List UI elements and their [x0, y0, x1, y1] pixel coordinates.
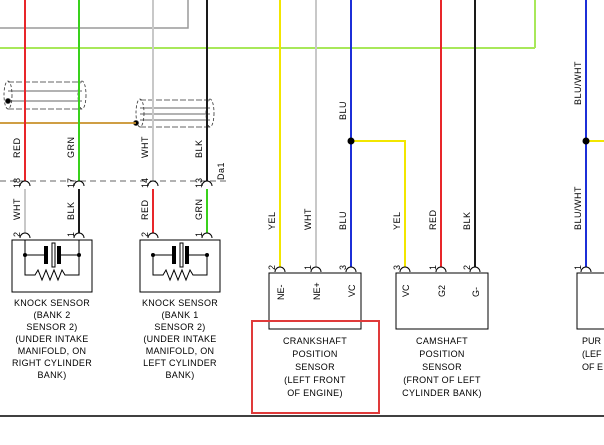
- terminal-g2: G2: [437, 285, 447, 297]
- svg-text:SENSOR 2): SENSOR 2): [154, 322, 205, 332]
- terminal-g-minus: G-: [471, 287, 481, 297]
- camshaft-sensor-box: [395, 272, 489, 330]
- pin-ck-3: 3: [338, 265, 348, 270]
- right-splice-point: [582, 137, 590, 145]
- pin-ks1-bot-a: 2: [140, 232, 150, 237]
- svg-text:(LEF: (LEF: [582, 349, 602, 359]
- splice-point: [347, 137, 355, 145]
- caption-camshaft: CAMSHAFT POSITION SENSOR (FRONT OF LEFT …: [402, 336, 482, 398]
- pin-ks2-top-a: 18: [12, 178, 22, 188]
- svg-text:(UNDER INTAKE: (UNDER INTAKE: [15, 334, 88, 344]
- ks1-wires: [152, 0, 208, 238]
- wire-labels: RED GRN WHT BLK Da1 WHT BLK RED GRN BLU …: [12, 61, 583, 230]
- svg-text:(LEFT FRONT: (LEFT FRONT: [284, 375, 346, 385]
- ecm-outline: [0, 0, 536, 49]
- svg-text:POSITION: POSITION: [419, 349, 464, 359]
- label-cm-red: RED: [428, 209, 438, 230]
- ks2-wires: [24, 0, 80, 238]
- svg-text:SENSOR: SENSOR: [295, 362, 335, 372]
- caption-knock-bank2: KNOCK SENSOR (BANK 2 SENSOR 2) (UNDER IN…: [12, 298, 92, 380]
- knock-sensor-bank1: [139, 239, 221, 293]
- pin-ks1-bot-b: 1: [194, 232, 204, 237]
- svg-text:RIGHT CYLINDER: RIGHT CYLINDER: [12, 358, 92, 368]
- shield-bundle-right: [133, 98, 215, 128]
- right-partial-box: [576, 272, 604, 330]
- terminal-ne-minus: NE-: [276, 284, 286, 300]
- svg-text:(BANK 1: (BANK 1: [161, 310, 198, 320]
- pin-ks2-top-b: 17: [66, 178, 76, 188]
- label-ck-blu: BLU: [338, 211, 348, 230]
- label-ks2-wht: WHT: [12, 198, 22, 220]
- svg-text:KNOCK SENSOR: KNOCK SENSOR: [14, 298, 90, 308]
- svg-text:(FRONT OF LEFT: (FRONT OF LEFT: [403, 375, 481, 385]
- svg-text:KNOCK SENSOR: KNOCK SENSOR: [142, 298, 218, 308]
- pin-cm-1: 3: [392, 265, 402, 270]
- pin-ks2-bot-b: 1: [66, 232, 76, 237]
- svg-text:BANK): BANK): [37, 370, 66, 380]
- label-ks1-wht: WHT: [140, 136, 150, 158]
- caption-crankshaft: CRANKSHAFT POSITION SENSOR (LEFT FRONT O…: [283, 336, 347, 398]
- label-cm-blk: BLK: [462, 211, 472, 230]
- label-ks2-grn: GRN: [66, 137, 76, 159]
- label-right-bluwht-top: BLU/WHT: [573, 61, 583, 105]
- svg-text:SENSOR: SENSOR: [422, 362, 462, 372]
- right-partial-wires: [585, 0, 604, 268]
- pin-ck-2: 1: [303, 265, 313, 270]
- pin-ck-1: 2: [267, 265, 277, 270]
- svg-text:OF E: OF E: [582, 362, 603, 372]
- shield-bundle-left: [3, 80, 87, 110]
- pin-cm-2: 1: [428, 265, 438, 270]
- svg-text:MANIFOLD, ON: MANIFOLD, ON: [146, 346, 215, 356]
- svg-text:CRANKSHAFT: CRANKSHAFT: [283, 336, 347, 346]
- ck-cm-connector-bumps: [274, 266, 481, 273]
- label-ks1-blk: BLK: [194, 139, 204, 158]
- pin-ks1-top-b: 13: [194, 178, 204, 188]
- svg-text:CAMSHAFT: CAMSHAFT: [416, 336, 468, 346]
- crankshaft-highlight-box: [251, 320, 380, 414]
- pin-cm-3: 2: [462, 265, 472, 270]
- label-ks1-red: RED: [140, 199, 150, 220]
- caption-knock-bank1: KNOCK SENSOR (BANK 1 SENSOR 2) (UNDER IN…: [142, 298, 218, 380]
- ck-wires: [279, 0, 476, 268]
- ks-connector-bumps: [19, 180, 213, 239]
- terminal-names: NE- NE+ VC VC G2 G-: [276, 282, 481, 300]
- crankshaft-sensor-box: [268, 272, 362, 330]
- terminal-cm-vc: VC: [401, 284, 411, 297]
- svg-text:MANIFOLD, ON: MANIFOLD, ON: [18, 346, 87, 356]
- svg-text:LEFT CYLINDER: LEFT CYLINDER: [143, 358, 217, 368]
- label-ck-wht: WHT: [303, 208, 313, 230]
- pin-right-1: 1: [573, 265, 583, 270]
- svg-text:CYLINDER BANK): CYLINDER BANK): [402, 388, 482, 398]
- label-ks2-red: RED: [12, 137, 22, 158]
- knock-sensor-bank2: [11, 239, 93, 293]
- terminal-ck-vc: VC: [347, 284, 357, 297]
- pin-ks2-bot-a: 2: [12, 232, 22, 237]
- svg-text:PUR: PUR: [582, 336, 602, 346]
- svg-text:(UNDER INTAKE: (UNDER INTAKE: [143, 334, 216, 344]
- pin-numbers: 18 17 14 13 2 1 2 1 2 1 3 3 1 2 1: [12, 178, 583, 270]
- svg-text:POSITION: POSITION: [292, 349, 337, 359]
- label-ck-yel: YEL: [267, 211, 277, 230]
- svg-text:(BANK 2: (BANK 2: [33, 310, 70, 320]
- label-cm-yel: YEL: [392, 211, 402, 230]
- label-ks1-grn: GRN: [194, 199, 204, 221]
- label-da1: Da1: [216, 162, 226, 180]
- pin-ks1-top-a: 14: [140, 178, 150, 188]
- svg-text:BANK): BANK): [165, 370, 194, 380]
- label-ks2-blk: BLK: [66, 201, 76, 220]
- right-connector-bump: [580, 266, 592, 273]
- label-blu-top: BLU: [338, 101, 348, 120]
- svg-text:OF ENGINE): OF ENGINE): [287, 388, 343, 398]
- terminal-ne-plus: NE+: [312, 282, 322, 300]
- caption-right-partial: PUR (LEF OF E: [582, 336, 603, 372]
- label-right-bluwht-bottom: BLU/WHT: [573, 186, 583, 230]
- svg-text:SENSOR 2): SENSOR 2): [26, 322, 77, 332]
